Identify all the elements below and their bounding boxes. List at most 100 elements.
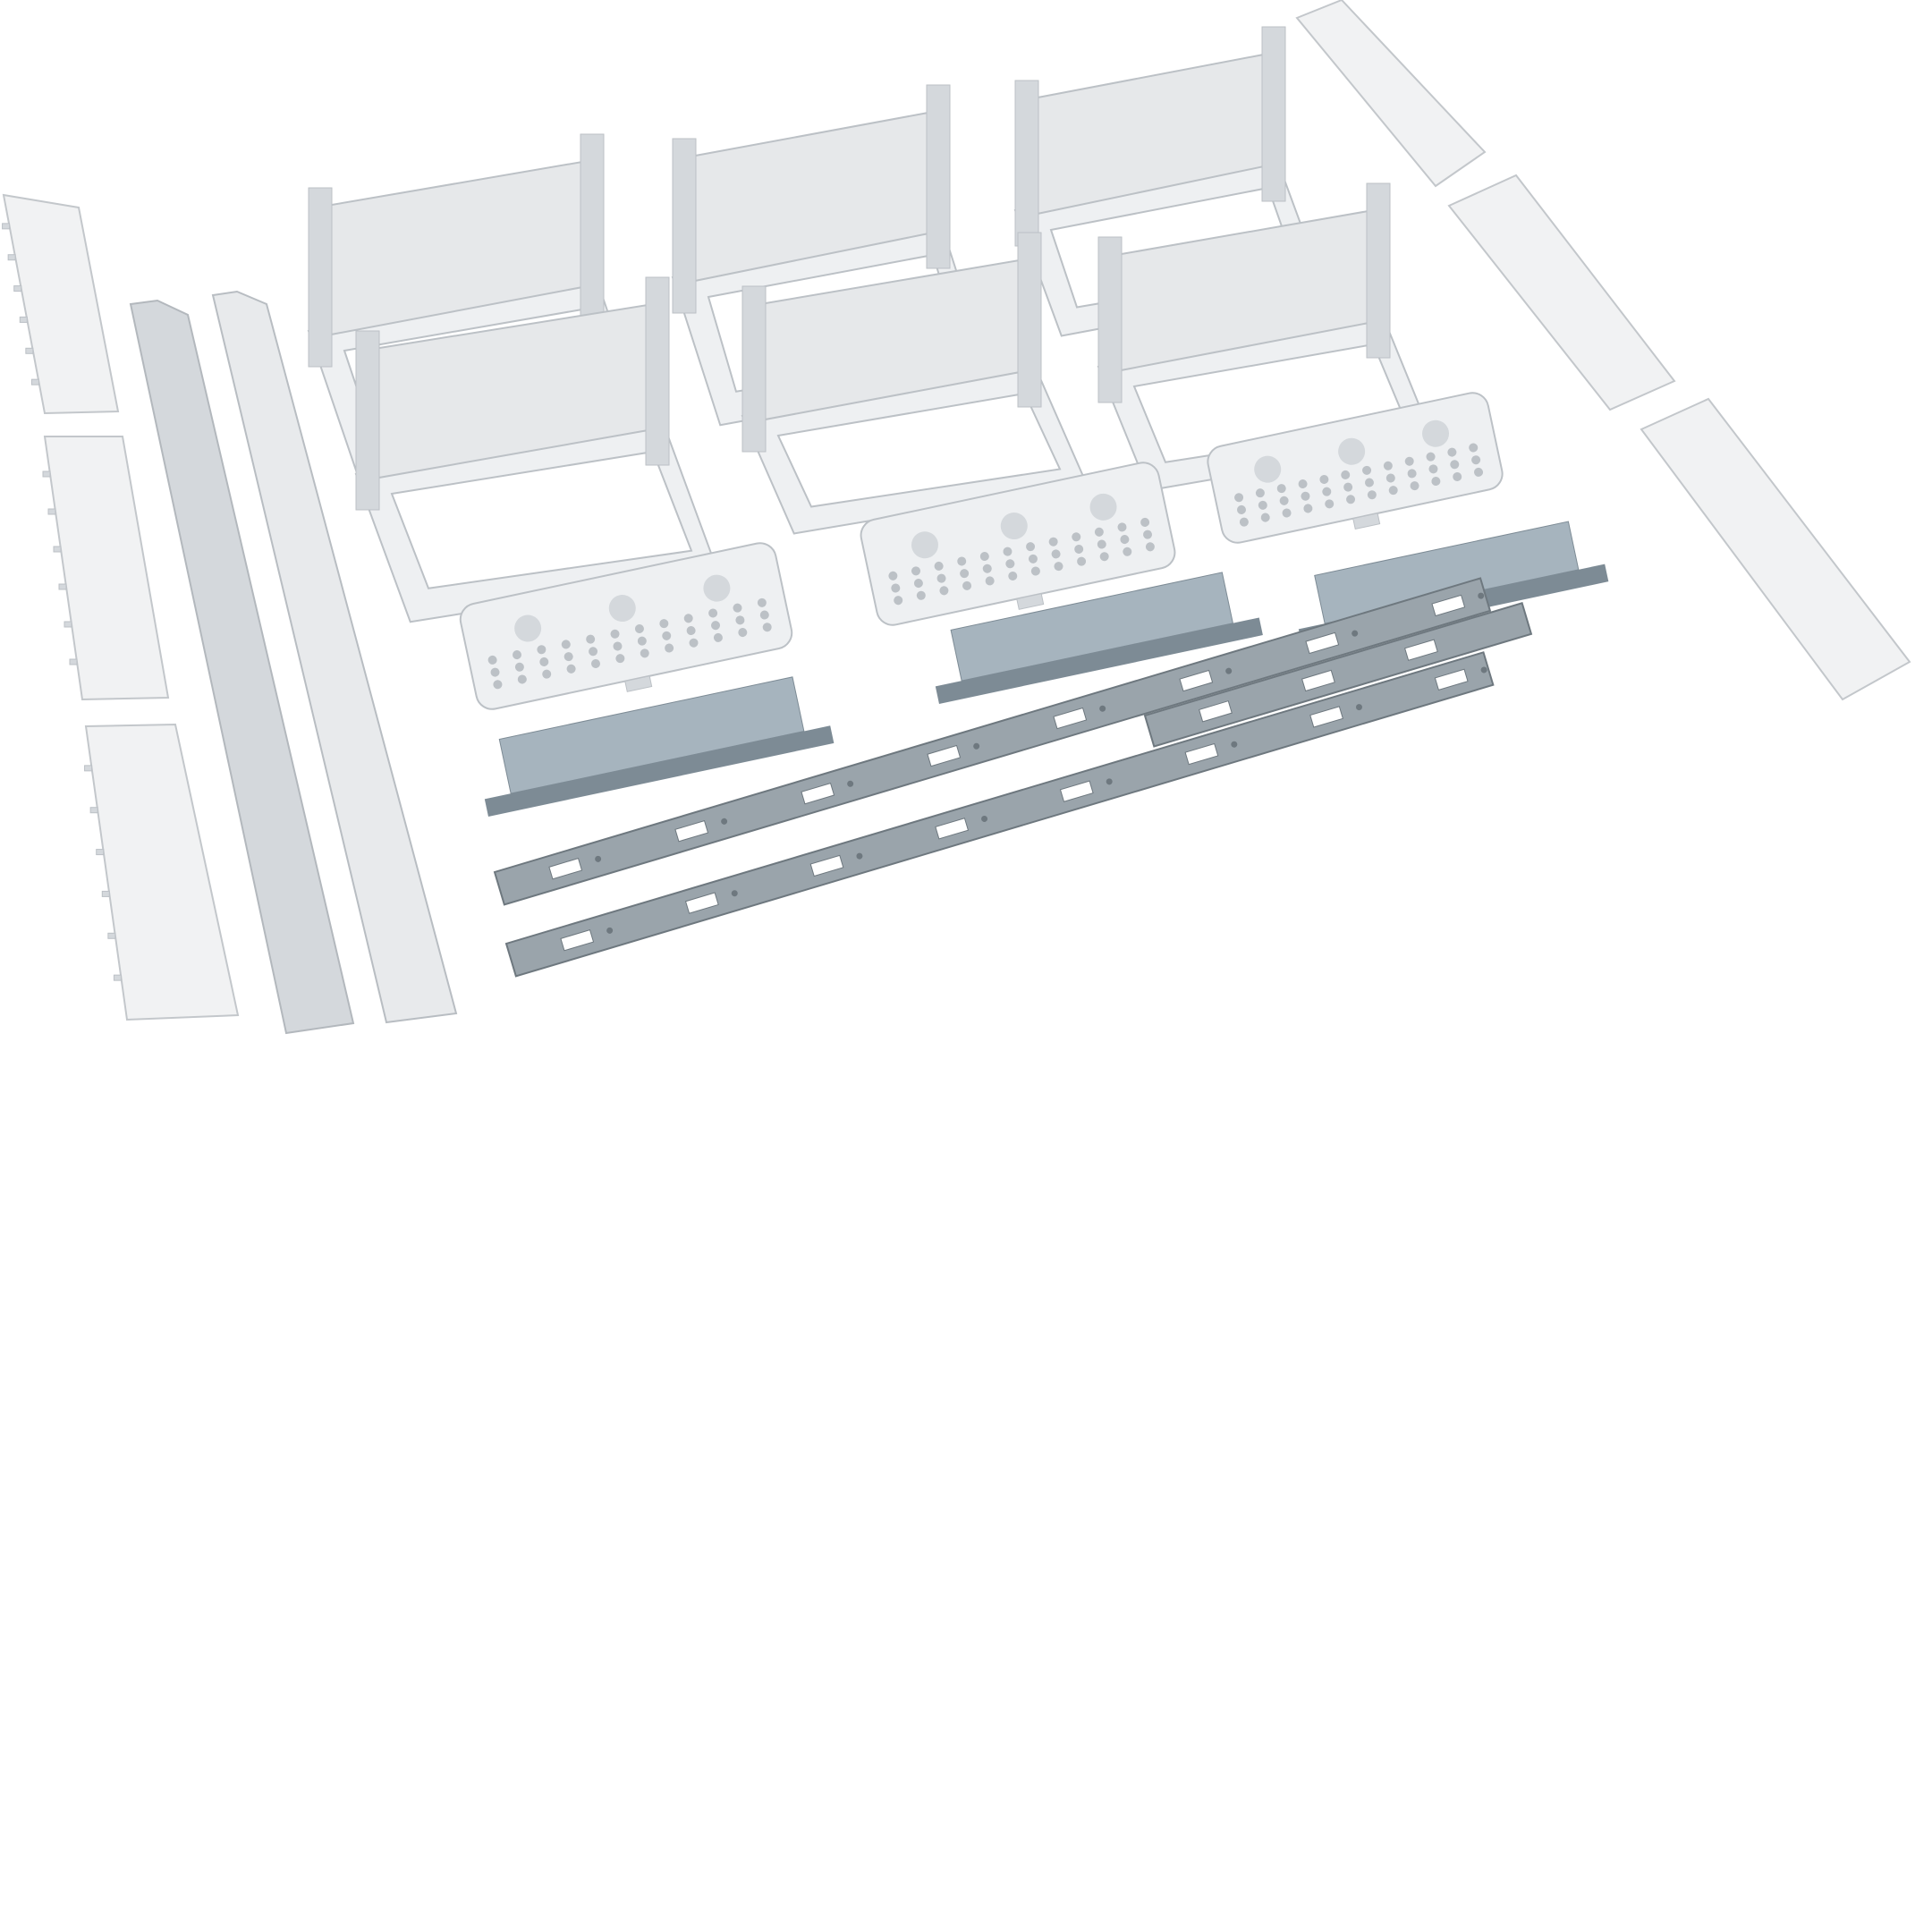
angle-bracket xyxy=(484,676,835,817)
small-grommet-hole xyxy=(590,658,600,668)
rail-hole xyxy=(1478,592,1485,599)
small-grommet-hole xyxy=(762,623,772,632)
small-grommet-hole xyxy=(1236,504,1246,514)
small-grommet-hole xyxy=(1404,456,1414,466)
support-rail xyxy=(1143,602,1533,748)
small-grommet-hole xyxy=(1239,517,1249,527)
small-grommet-hole xyxy=(759,610,769,620)
small-grommet-hole xyxy=(1143,530,1153,539)
small-grommet-hole xyxy=(689,638,699,648)
small-grommet-hole xyxy=(1298,479,1308,489)
support-rail xyxy=(504,651,1495,978)
small-grommet-hole xyxy=(610,629,620,639)
strip-peg xyxy=(101,890,110,897)
angle-brackets xyxy=(484,521,1609,817)
bracket-face xyxy=(950,572,1233,682)
large-grommet-hole xyxy=(608,595,636,623)
small-grommet-hole xyxy=(894,596,903,606)
bracket-post xyxy=(1366,182,1391,359)
strip-peg xyxy=(47,508,56,515)
strip-peg xyxy=(58,583,67,590)
rail-hole xyxy=(731,890,738,897)
bracket-post xyxy=(926,84,951,269)
small-grommet-hole xyxy=(1426,452,1436,462)
large-grommet-hole xyxy=(514,614,542,642)
bracket-post xyxy=(645,276,670,466)
rail-slot xyxy=(809,854,844,877)
bracket-post xyxy=(672,138,697,314)
small-grommet-hole xyxy=(493,680,503,690)
small-grommet-hole xyxy=(957,556,967,566)
small-grommet-hole xyxy=(1385,473,1395,483)
cover-strip xyxy=(2,193,120,415)
small-grommet-hole xyxy=(1407,469,1417,479)
small-grommet-hole xyxy=(564,652,573,662)
bracket-opening xyxy=(776,392,1062,508)
small-grommet-hole xyxy=(1431,477,1441,487)
small-grommet-hole xyxy=(733,603,742,613)
long-strip xyxy=(129,299,355,1035)
small-grommet-hole xyxy=(1258,500,1267,510)
small-grommet-hole xyxy=(939,586,949,596)
strip-peg xyxy=(69,658,78,665)
long-strips xyxy=(129,290,458,1035)
rail-hole xyxy=(1231,741,1238,748)
rail-hole xyxy=(856,852,863,860)
rail-slot xyxy=(1309,706,1343,728)
small-grommet-hole xyxy=(517,674,527,684)
strip-peg xyxy=(42,470,51,478)
bracket-flange xyxy=(935,617,1263,704)
small-grommet-hole xyxy=(1276,484,1286,494)
support-rail xyxy=(493,577,1492,906)
rail-body xyxy=(1143,602,1533,748)
small-grommet-hole xyxy=(1367,490,1377,500)
strip-peg xyxy=(107,932,116,939)
small-grommet-hole xyxy=(1364,478,1374,487)
small-grommet-hole xyxy=(1026,542,1036,552)
small-grommet-hole xyxy=(1097,539,1106,549)
cover-strip xyxy=(42,436,170,701)
small-grommet-hole xyxy=(686,626,696,636)
cover-strip xyxy=(1640,397,1911,701)
rail-hole xyxy=(606,927,614,934)
small-grommet-hole xyxy=(1322,487,1332,496)
rail-hole xyxy=(721,818,728,825)
strip-peg xyxy=(30,378,39,386)
strip-peg xyxy=(84,765,93,772)
strip-peg xyxy=(113,974,122,981)
small-grommet-hole xyxy=(757,597,767,607)
small-grommet-hole xyxy=(911,566,921,576)
small-grommet-hole xyxy=(683,614,693,623)
rail-hole xyxy=(1099,705,1106,712)
bracket-post xyxy=(1014,80,1039,247)
rail-slot xyxy=(1301,669,1335,692)
bracket-flange xyxy=(484,725,835,817)
small-grommet-hole xyxy=(487,655,497,665)
rail-slot xyxy=(548,858,583,880)
small-grommet-hole xyxy=(1234,493,1244,503)
small-grommet-hole xyxy=(934,561,944,571)
grommet-plate xyxy=(459,542,793,710)
rail-slot xyxy=(1404,639,1438,661)
strip-peg xyxy=(89,807,98,814)
small-grommet-hole xyxy=(542,669,552,679)
cover-strip xyxy=(1295,0,1487,188)
large-grommet-hole xyxy=(1422,419,1450,447)
small-grommet-hole xyxy=(711,621,721,631)
rail-slot xyxy=(927,744,962,767)
small-grommet-hole xyxy=(1453,471,1462,481)
rail-slot xyxy=(560,929,595,952)
bracket-post xyxy=(741,285,767,453)
small-grommet-hole xyxy=(1072,532,1081,542)
grommet-plate xyxy=(860,462,1176,626)
small-grommet-hole xyxy=(1319,474,1329,484)
rail-slot xyxy=(1431,594,1466,617)
small-grommet-hole xyxy=(1123,547,1132,556)
small-grommet-hole xyxy=(1428,464,1438,474)
large-grommet-hole xyxy=(1089,493,1117,521)
small-grommet-hole xyxy=(537,645,547,655)
small-grommet-hole xyxy=(659,619,669,629)
mounting-brackets xyxy=(307,26,1436,623)
rail-hole xyxy=(1106,778,1113,785)
